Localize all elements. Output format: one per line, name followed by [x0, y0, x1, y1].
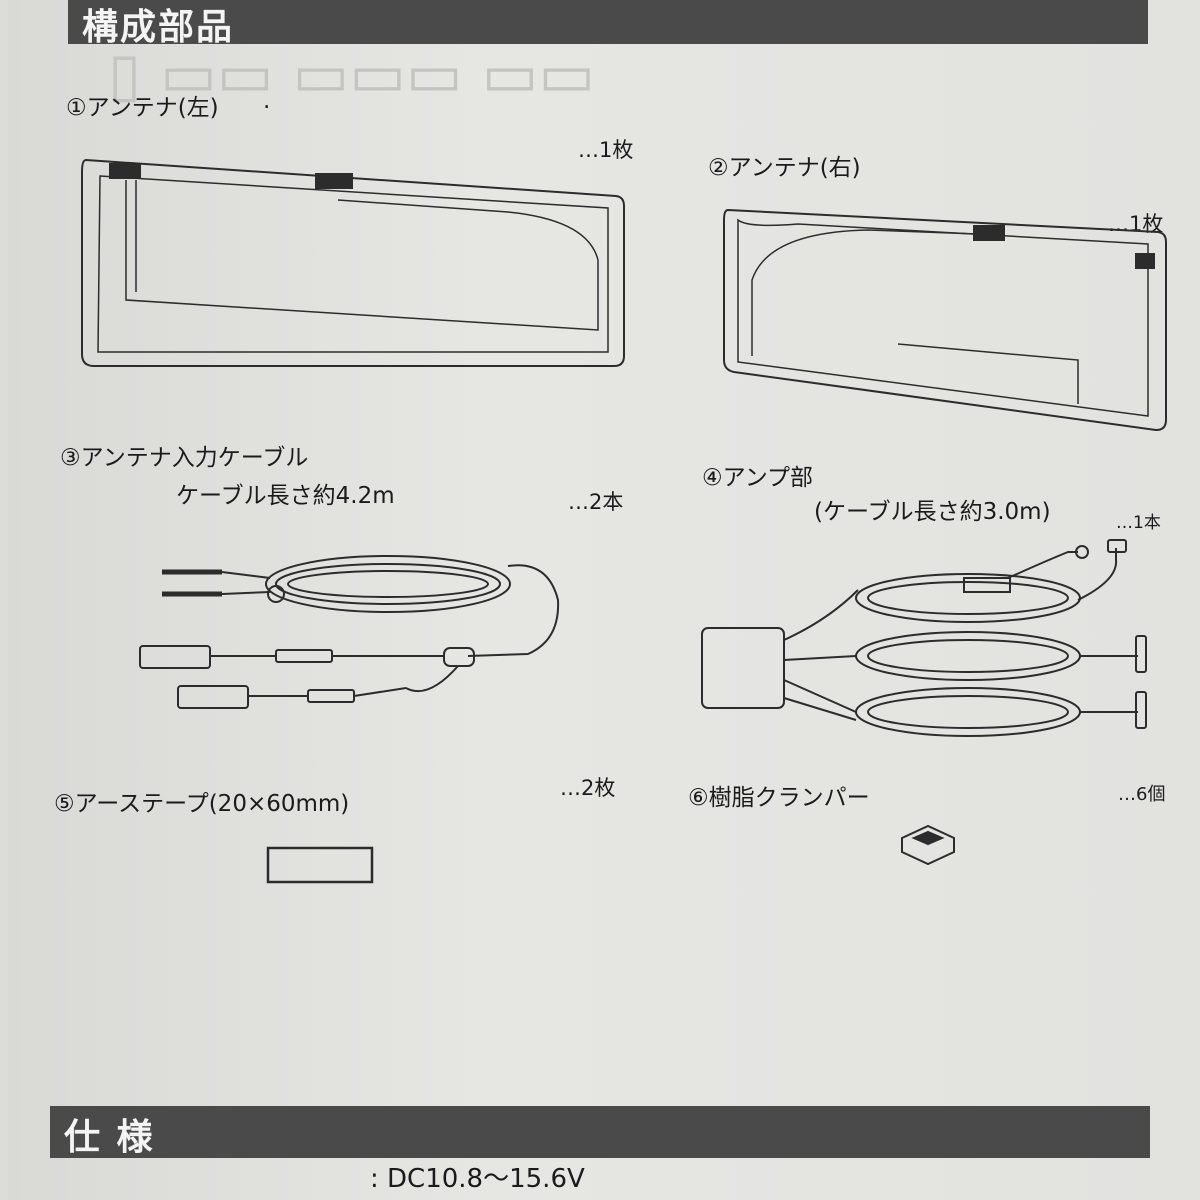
antenna-left-figure	[81, 158, 625, 367]
earth-tape-figure	[266, 846, 374, 884]
part-1-mark: .	[263, 88, 271, 114]
spec-voltage: : DC10.8～15.6V	[370, 1164, 585, 1194]
part-5-label: ⑤アーステープ(20×60mm)	[54, 791, 350, 817]
part-4-sublabel: (ケーブル長さ約3.0m)	[814, 499, 1051, 525]
part-4-label: ④アンプ部	[702, 465, 814, 491]
section-title: 構成部品	[82, 7, 235, 48]
part-1-qty: …1枚	[578, 138, 634, 162]
spec-header-band	[50, 1106, 1150, 1158]
part-6-label: ⑥樹脂クランパー	[688, 785, 870, 811]
antenna-right-figure	[723, 208, 1167, 432]
part-2-label: ②アンテナ(右)	[708, 155, 861, 181]
part-3-label: ③アンテナ入力ケーブル	[60, 445, 309, 471]
input-cable-figure	[139, 555, 560, 709]
amp-unit-figure	[701, 539, 1147, 737]
section-header-band	[68, 0, 1148, 44]
part-3-sublabel: ケーブル長さ約4.2m	[176, 483, 395, 509]
clamper-figure	[901, 824, 955, 866]
manual-page: ▯ ▭▭ ▭▭▭ ▭▭ 構成部品 ①アンテナ(左) . …1枚 ②アンテナ(右)…	[8, 0, 1200, 1200]
spec-title: 仕 様	[64, 1117, 155, 1158]
part-5-qty: …2枚	[560, 776, 616, 800]
parts-illustration	[81, 158, 1167, 884]
part-3-qty: …2本	[568, 490, 624, 514]
part-4-qty: …1本	[1116, 513, 1161, 533]
part-1-label: ①アンテナ(左)	[66, 95, 219, 121]
part-6-qty: …6個	[1118, 784, 1166, 805]
